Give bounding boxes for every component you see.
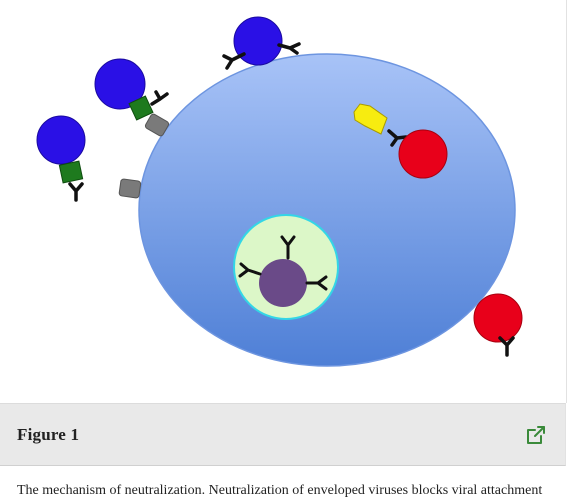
host-cell bbox=[138, 53, 516, 367]
figure-caption: The mechanism of neutralization. Neutral… bbox=[17, 483, 543, 498]
blue-virus-top bbox=[222, 16, 301, 70]
cell-receptor-gray bbox=[118, 178, 142, 199]
internalized-virus bbox=[259, 259, 307, 307]
external-link-icon[interactable] bbox=[525, 424, 547, 446]
red-virus-free bbox=[473, 293, 523, 357]
blue-virus-bound bbox=[94, 58, 170, 137]
neutralization-diagram bbox=[36, 16, 523, 367]
figure-title: Figure 1 bbox=[17, 425, 80, 444]
figure-header-bar: Figure 1 bbox=[0, 403, 566, 466]
internal-antibodies bbox=[238, 235, 328, 291]
figure-image bbox=[36, 0, 567, 403]
blue-virus-free bbox=[36, 115, 86, 202]
red-virus-bound bbox=[353, 103, 448, 179]
